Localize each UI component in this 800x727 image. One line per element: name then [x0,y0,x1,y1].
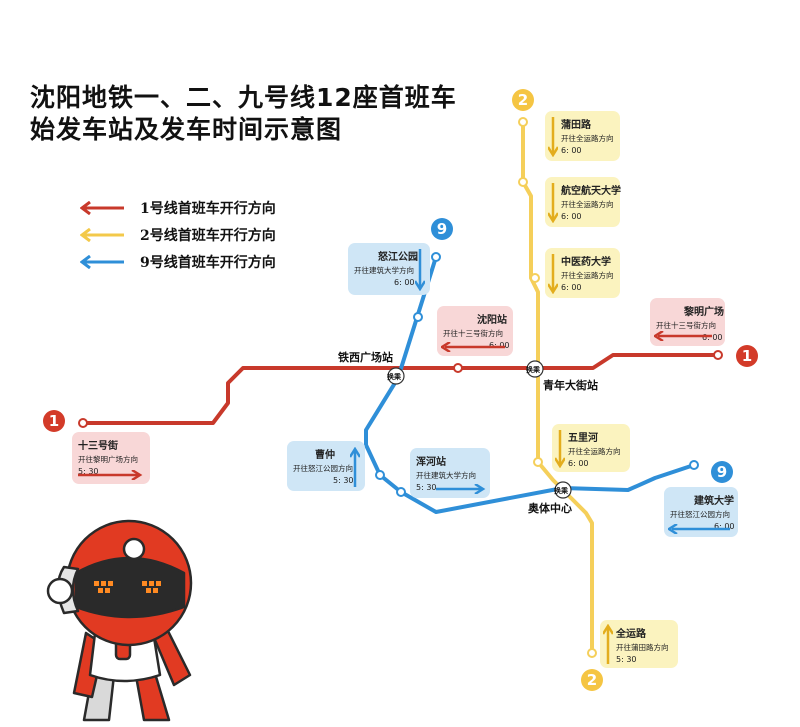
box-time: 5: 30 [616,655,637,664]
yellow-arrow-icon [80,228,124,242]
info-box-hangkong: 航空航天大学 开往全运路方向 6: 00 [545,177,621,227]
box-station: 中医药大学 [561,257,611,268]
page-title-line1: 沈阳地铁一、二、九号线12座首班车 [30,83,457,112]
info-box-liming: 黎明广场 开往十三号街方向 6: 00 [650,298,725,346]
box-time: 6: 00 [702,333,723,342]
line9-badge: 9 [431,218,453,240]
box-time: 6: 00 [568,459,589,468]
box-time: 6: 00 [561,283,582,292]
box-direction: 开往全运路方向 [561,200,614,209]
right-arrow-icon [78,470,143,480]
station-label-tiexi: 铁西广场站 [338,351,393,364]
box-time: 6: 00 [489,341,510,350]
robot-mascot-icon [46,519,193,722]
box-station: 浑河站 [416,457,446,468]
station-dots [78,117,723,658]
blue-arrow-icon [80,255,124,269]
box-direction: 开往全运路方向 [561,134,614,143]
info-box-putian: 蒲田路 开往全运路方向 6: 00 [545,111,620,161]
down-arrow-icon [548,254,558,294]
box-direction: 开往怒江公园方向 [293,464,353,473]
box-direction: 开往十三号街方向 [656,321,716,330]
info-box-shenyang: 沈阳站 开往十三号街方向 6: 00 [437,306,513,356]
info-box-nujiang: 怒江公园 开往建筑大学方向 6: 00 [348,243,430,295]
box-station: 航空航天大学 [561,186,621,197]
box-time: 6: 00 [561,212,582,221]
legend-label: 9号线首班车开行方向 [140,255,276,271]
page-title-line2: 始发车站及发车时间示意图 [30,115,343,144]
box-station: 蒲田路 [561,120,591,131]
box-station: 建筑大学 [694,496,734,507]
box-station: 怒江公园 [378,252,418,263]
box-time: 5: 30 [78,467,99,476]
line2-badge: 2 [581,669,603,691]
down-arrow-icon [555,430,565,468]
box-station: 十三号街 [78,441,118,452]
box-direction: 开往建筑大学方向 [354,266,414,275]
info-box-shisanhao: 十三号街 开往黎明广场方向 5: 30 [72,432,150,484]
box-direction: 开往怒江公园方向 [670,510,730,519]
info-box-wulihe: 五里河 开往全运路方向 6: 00 [552,424,630,472]
right-arrow-icon [436,484,486,494]
legend-item-line2: 2号线首班车开行方向 [80,225,276,245]
legend-item-line1: 1号线首班车开行方向 [80,198,276,218]
info-box-quanyun: 全运路 开往蒲田路方向 5: 30 [600,620,678,668]
box-time: 5: 30 [333,476,354,485]
info-box-jianzhu: 建筑大学 开往怒江公园方向 6: 00 [664,487,738,537]
left-arrow-icon [654,331,712,341]
box-direction: 开往全运路方向 [568,447,621,456]
red-arrow-icon [80,201,124,215]
transfer-hubs [387,360,572,499]
box-station: 曹仲 [315,450,335,461]
box-time: 6: 00 [714,522,735,531]
transfer-label: 换乘 [387,373,401,381]
up-arrow-icon [603,624,613,664]
box-station: 黎明广场 [684,307,724,318]
station-label-aoti: 奥体中心 [528,502,572,515]
box-time: 6: 00 [394,278,415,287]
down-arrow-icon [548,117,558,157]
info-box-caozhong: 曹仲 开往怒江公园方向 5: 30 [287,441,365,491]
line9-badge: 9 [711,461,733,483]
station-label-qingnian: 青年大街站 [543,379,598,392]
line1-track [83,353,718,425]
line1-badge: 1 [736,345,758,367]
info-box-hunhe: 浑河站 开往建筑大学方向 5: 30 [410,448,490,498]
transfer-label: 换乘 [554,487,568,495]
legend-label: 1号线首班车开行方向 [140,201,276,217]
left-arrow-icon [668,524,730,534]
transfer-label: 换乘 [526,366,540,374]
box-direction: 开往蒲田路方向 [616,643,669,652]
box-direction: 开往全运路方向 [561,271,614,280]
down-arrow-icon [548,183,558,223]
info-box-zhongyiyao: 中医药大学 开往全运路方向 6: 00 [545,248,620,298]
box-station: 全运路 [616,629,646,640]
up-arrow-icon [350,447,360,487]
box-station: 五里河 [568,433,598,444]
left-arrow-icon [441,342,505,352]
legend-item-line9: 9号线首班车开行方向 [80,252,276,272]
box-time: 5: 30 [416,483,437,492]
box-direction: 开往黎明广场方向 [78,455,138,464]
box-direction: 开往建筑大学方向 [416,471,476,480]
line1-badge: 1 [43,410,65,432]
box-station: 沈阳站 [477,315,507,326]
box-time: 6: 00 [561,146,582,155]
box-direction: 开往十三号街方向 [443,329,503,338]
down-arrow-icon [415,249,425,291]
legend-label: 2号线首班车开行方向 [140,228,276,244]
line2-badge: 2 [512,89,534,111]
